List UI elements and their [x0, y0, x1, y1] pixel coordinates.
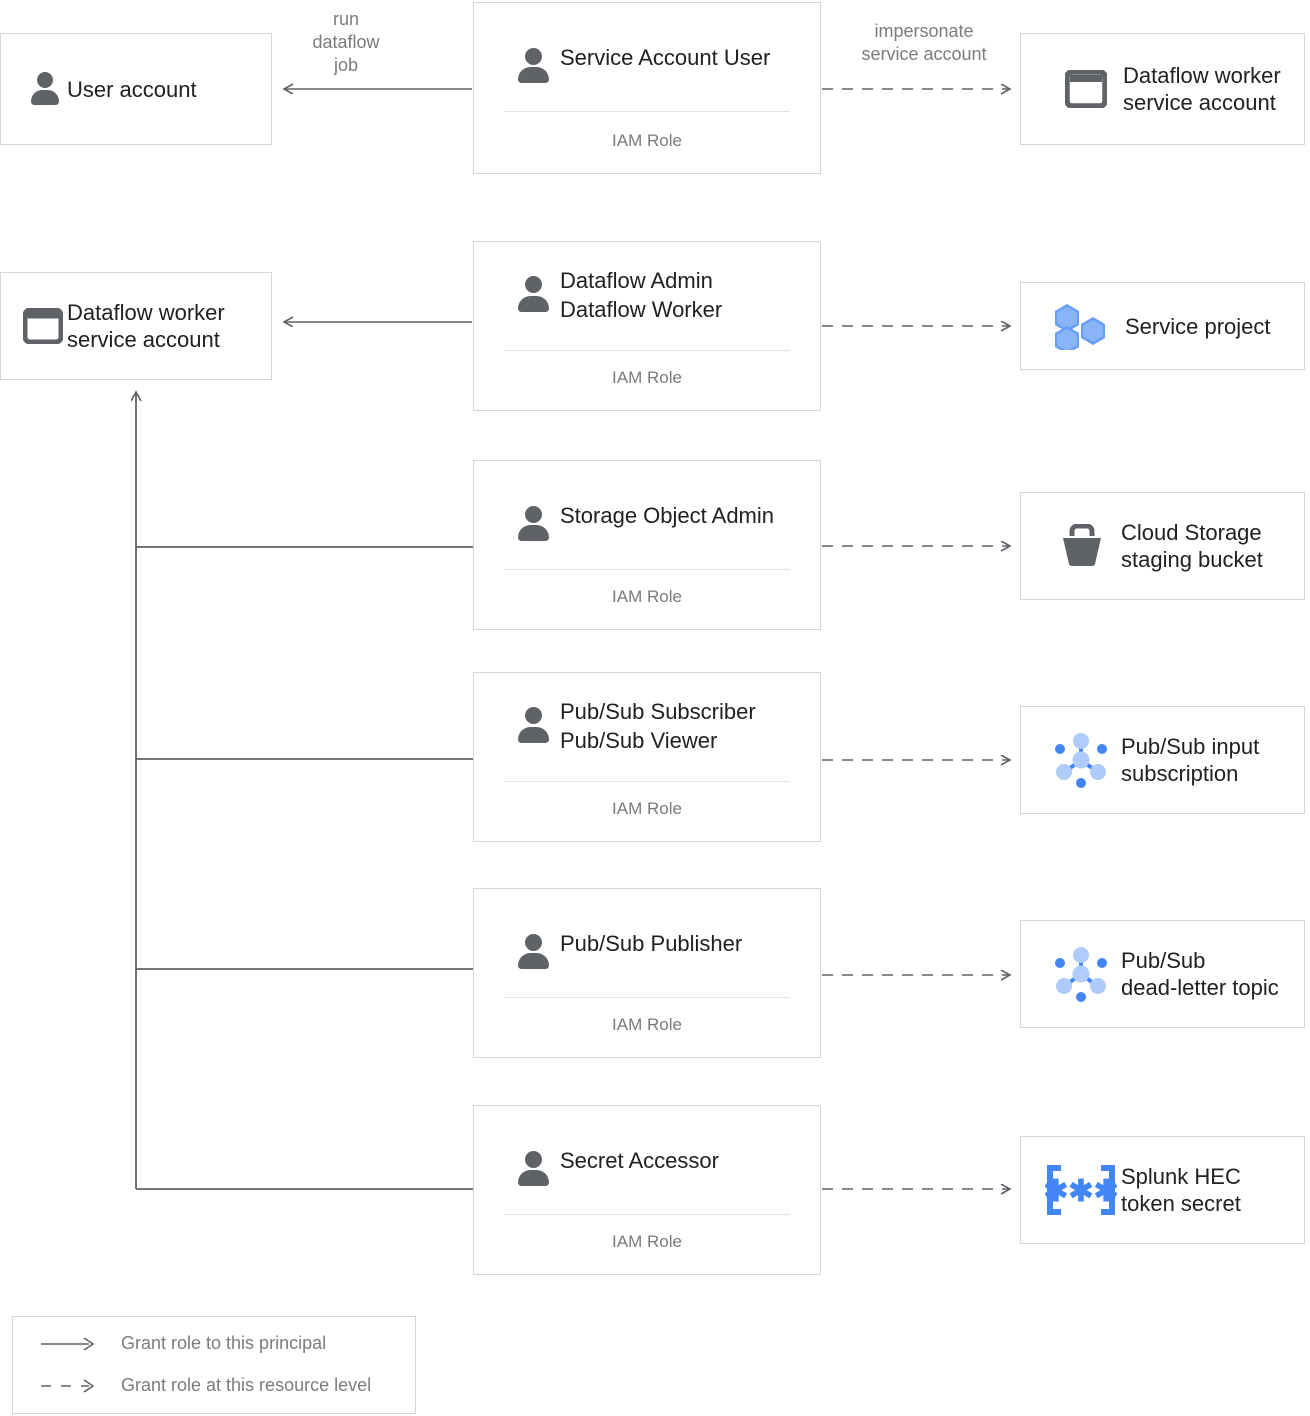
secret-icon: ✱✱✱	[1043, 1162, 1119, 1218]
role-card-service-account-user[interactable]: Service Account User IAM Role	[473, 2, 821, 174]
resource-label: Splunk HEC token secret	[1121, 1164, 1241, 1216]
role-card-subtitle: IAM Role	[612, 1232, 682, 1251]
edge-label-run-dataflow-job: run dataflow job	[312, 9, 380, 75]
role-card-subtitle: IAM Role	[612, 131, 682, 150]
role-card-subtitle: IAM Role	[612, 799, 682, 818]
resource-cloud-storage-staging-bucket[interactable]: Cloud Storage staging bucket	[1020, 492, 1305, 600]
legend-label-dashed: Grant role at this resource level	[121, 1375, 372, 1395]
role-card-storage-object-admin[interactable]: Storage Object Admin IAM Role	[473, 460, 821, 630]
resource-label: Cloud Storage staging bucket	[1121, 520, 1263, 572]
legend-row-solid: Grant role to this principal	[39, 1333, 326, 1354]
card-divider	[504, 997, 790, 998]
role-card-pubsub-publisher[interactable]: Pub/Sub Publisher IAM Role	[473, 888, 821, 1058]
principal-user-account-label: User account	[67, 76, 197, 102]
service-account-icon	[1059, 65, 1113, 113]
principal-dataflow-worker-service-account[interactable]: Dataflow worker service account	[0, 272, 272, 380]
role-card-dataflow-admin-worker[interactable]: Dataflow Admin Dataflow Worker IAM Role	[473, 241, 821, 411]
edge-label-impersonate-service-account: impersonate service account	[861, 21, 987, 64]
resource-splunk-hec-token-secret[interactable]: ✱✱✱ Splunk HEC token secret	[1020, 1136, 1305, 1244]
pubsub-icon	[1047, 944, 1115, 1004]
resource-pubsub-input-subscription[interactable]: Pub/Sub input subscription	[1020, 706, 1305, 814]
legend-label-solid: Grant role to this principal	[121, 1333, 327, 1353]
person-icon	[23, 67, 67, 111]
resource-label: Dataflow worker service account	[1123, 63, 1281, 115]
resource-dataflow-worker-service-account[interactable]: Dataflow worker service account	[1020, 33, 1305, 145]
role-card-subtitle: IAM Role	[612, 368, 682, 387]
card-divider	[504, 569, 790, 570]
person-icon	[506, 266, 560, 326]
person-icon	[506, 43, 560, 91]
resource-label: Pub/Sub input subscription	[1121, 734, 1260, 786]
card-divider	[504, 111, 790, 112]
person-icon	[506, 697, 560, 757]
role-card-pubsub-subscriber-viewer[interactable]: Pub/Sub Subscriber Pub/Sub Viewer IAM Ro…	[473, 672, 821, 842]
bucket-icon	[1053, 520, 1111, 572]
legend-row-dashed: Grant role at this resource level	[39, 1375, 371, 1396]
role-card-title: Secret Accessor	[560, 1148, 719, 1173]
person-icon	[506, 1146, 560, 1194]
card-divider	[504, 1214, 790, 1215]
person-icon	[506, 929, 560, 977]
resource-pubsub-dead-letter-topic[interactable]: Pub/Sub dead-letter topic	[1020, 920, 1305, 1028]
role-card-title: Pub/Sub Subscriber Pub/Sub Viewer	[560, 699, 756, 753]
role-card-subtitle: IAM Role	[612, 587, 682, 606]
resource-label: Pub/Sub dead-letter topic	[1121, 948, 1279, 1000]
resource-service-project[interactable]: Service project	[1020, 282, 1305, 370]
hexagons-icon	[1051, 300, 1113, 352]
resource-label: Service project	[1125, 313, 1271, 339]
role-card-title: Pub/Sub Publisher	[560, 931, 743, 956]
pubsub-icon	[1047, 730, 1115, 790]
dashed-arrow-icon	[41, 1378, 95, 1393]
card-divider	[504, 781, 790, 782]
solid-arrow-icon	[41, 1336, 95, 1351]
role-card-title: Dataflow Admin Dataflow Worker	[560, 268, 723, 322]
person-icon	[506, 501, 560, 549]
principal-user-account[interactable]: User account	[0, 33, 272, 145]
service-account-icon	[19, 302, 67, 350]
role-card-secret-accessor[interactable]: Secret Accessor IAM Role	[473, 1105, 821, 1275]
role-card-title: Service Account User	[560, 45, 771, 70]
legend: Grant role to this principal Grant role …	[12, 1316, 416, 1414]
role-card-subtitle: IAM Role	[612, 1015, 682, 1034]
principal-dataflow-worker-sa-label: Dataflow worker service account	[67, 300, 225, 352]
role-card-title: Storage Object Admin	[560, 503, 775, 528]
svg-text:✱✱✱: ✱✱✱	[1045, 1175, 1117, 1208]
card-divider	[504, 350, 790, 351]
